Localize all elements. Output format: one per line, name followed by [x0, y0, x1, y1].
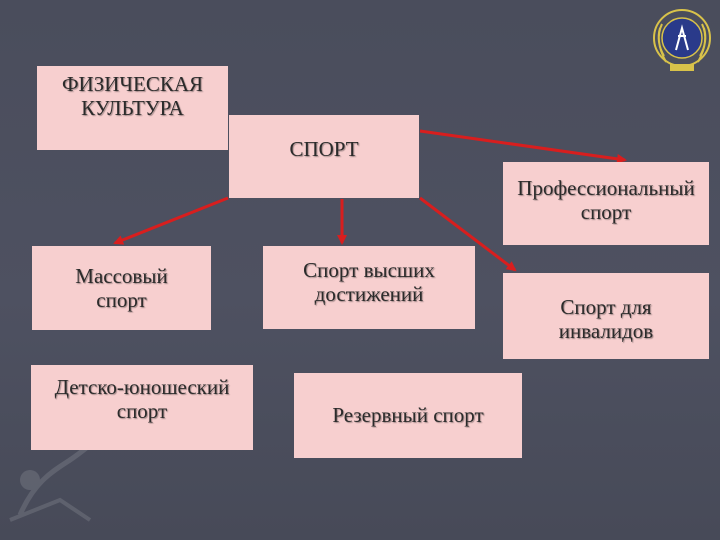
node-sport: СПОРТ [229, 115, 419, 198]
node-detsko-yunosheskiy: Детско-юношеский спорт [31, 365, 253, 450]
node-sport-label: СПОРТ [289, 137, 359, 161]
node-sport-invalidov: Спорт для инвалидов [503, 273, 709, 359]
node-fiz-kultura-label: ФИЗИЧЕСКАЯ КУЛЬТУРА [61, 72, 204, 121]
arrow-sport-to-massovy [113, 196, 229, 245]
arrow-sport-to-invalidov [419, 196, 517, 272]
node-professional-sport: Профессиональный спорт [503, 162, 709, 245]
node-professional-sport-label: Профессиональный спорт [517, 176, 695, 225]
node-sport-invalidov-label: Спорт для инвалидов [558, 295, 654, 344]
laurel-emblem-icon [653, 9, 711, 71]
node-fiz-kultura: ФИЗИЧЕСКАЯ КУЛЬТУРА [37, 66, 228, 150]
node-vysshih-dostizheniy: Спорт высших достижений [263, 246, 475, 329]
arrow-sport-to-professional [419, 129, 627, 164]
node-massovy-sport-label: Массовый спорт [75, 263, 168, 312]
node-massovy-sport: Массовый спорт [32, 246, 211, 330]
node-rezervny-sport-label: Резервный спорт [332, 403, 484, 428]
node-rezervny-sport: Резервный спорт [294, 373, 522, 458]
node-vysshih-dostizheniy-label: Спорт высших достижений [303, 258, 435, 307]
node-detsko-yunosheskiy-label: Детско-юношеский спорт [54, 375, 230, 424]
